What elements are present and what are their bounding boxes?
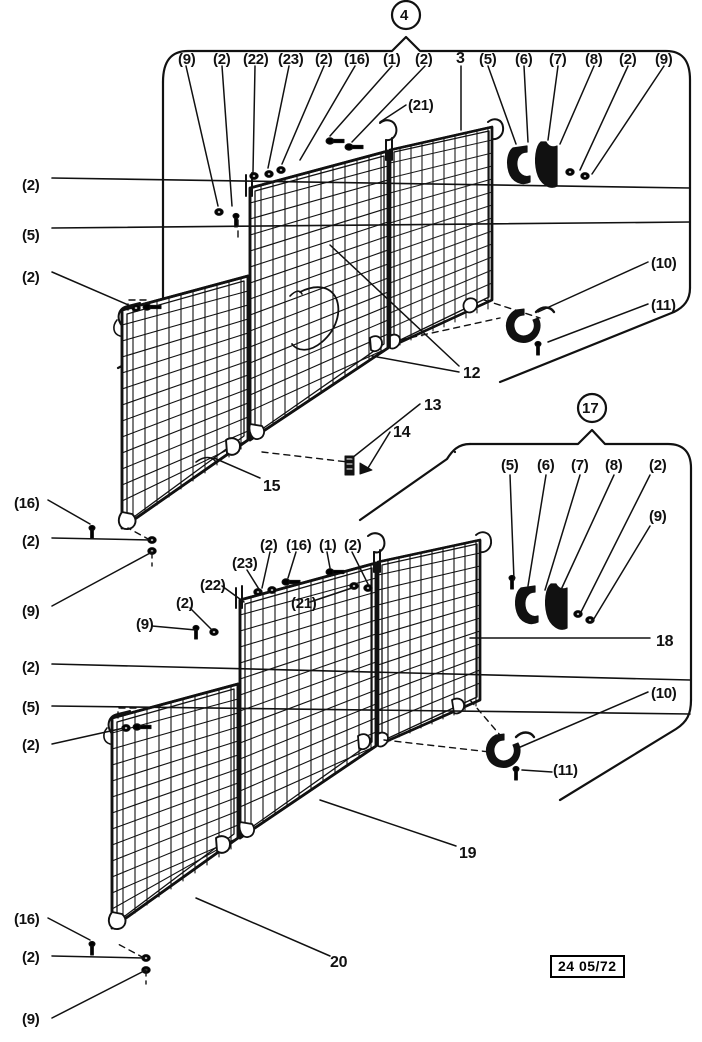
group-marker-circles [390, 0, 608, 424]
callout-lower-left-1: (5) [22, 699, 40, 716]
callout-upper-top-8: 3 [456, 50, 465, 67]
callout-upper-11: (11) [651, 297, 676, 314]
leader-lines-lower-left [47, 663, 691, 1019]
callout-lower-left-2: (2) [22, 737, 40, 754]
callout-lower-top-1: (16) [286, 537, 312, 554]
panel-lower-middle [238, 561, 378, 840]
callout-upper-left-0: (2) [22, 177, 40, 194]
callout-lower-left-3: (16) [14, 911, 40, 928]
callout-lower-left-5: (9) [22, 1011, 40, 1028]
callout-lower-top-0: (2) [260, 537, 278, 554]
group-marker-17: 17 [582, 400, 599, 417]
dashed-paths-lower [117, 699, 501, 985]
leader-lines-lower-top [151, 551, 369, 631]
leader-lines-upper-left [47, 177, 691, 607]
callout-lower-top-8: (21) [291, 595, 317, 612]
dashed-paths-upper [127, 219, 541, 567]
callout-lower-left-4: (2) [22, 949, 40, 966]
callout-lower-left-0: (2) [22, 659, 40, 676]
callout-upper-21: (21) [408, 97, 434, 114]
callout-upper-left-3: (16) [14, 495, 40, 512]
callout-upper-left-4: (2) [22, 533, 40, 550]
callout-upper-top-5: (16) [344, 51, 370, 68]
callout-lower-top-3: (2) [344, 537, 362, 554]
callout-lower-20: 20 [330, 954, 348, 971]
callout-upper-top-9: (5) [479, 51, 497, 68]
callout-upper-top-0: (9) [178, 51, 196, 68]
callout-lower-18: 18 [656, 633, 674, 650]
panel-upper-rear [388, 125, 494, 350]
callout-upper-top-4: (2) [315, 51, 333, 68]
callout-lower-right-4: (2) [649, 457, 667, 474]
drawing-ink [47, 35, 693, 1019]
group-marker-4: 4 [400, 7, 409, 24]
panel-upper-middle [248, 149, 390, 442]
leader-lines-lower-right [469, 474, 651, 773]
callout-lower-right-2: (7) [571, 457, 589, 474]
callout-upper-14: 14 [393, 424, 411, 441]
callout-lower-right-5: (9) [649, 508, 667, 525]
lower-hinge-posts [235, 532, 386, 609]
callout-lower-19: 19 [459, 845, 477, 862]
panel-lower-rear [376, 531, 493, 748]
callout-lower-11: (11) [553, 762, 578, 779]
callout-lower-top-7: (9) [136, 616, 154, 633]
callout-upper-top-14: (9) [655, 51, 673, 68]
group-4-bracket [161, 35, 692, 384]
leader-lines-lower-inner [195, 799, 457, 957]
callout-upper-left-2: (2) [22, 269, 40, 286]
callout-lower-10: (10) [651, 685, 677, 702]
callout-lower-top-4: (23) [232, 555, 258, 572]
callout-lower-top-2: (1) [319, 537, 337, 554]
hardware-lower [88, 568, 595, 974]
callout-upper-top-1: (2) [213, 51, 231, 68]
callout-upper-left-1: (5) [22, 227, 40, 244]
panel-upper-front [113, 274, 250, 530]
leader-lines-upper-top [185, 65, 665, 207]
callout-upper-top-6: (1) [383, 51, 401, 68]
callout-upper-left-5: (9) [22, 603, 40, 620]
date-stamp: 24 05/72 [550, 955, 625, 978]
callout-lower-right-1: (6) [537, 457, 555, 474]
upper-hinge-posts [245, 118, 505, 197]
group-17-bracket [358, 428, 693, 802]
callout-upper-top-7: (2) [415, 51, 433, 68]
callout-upper-15: 15 [263, 478, 281, 495]
callout-upper-top-12: (8) [585, 51, 603, 68]
callout-upper-13: 13 [424, 397, 442, 414]
callout-upper-12: 12 [463, 365, 481, 382]
callout-upper-top-3: (23) [278, 51, 304, 68]
callout-lower-top-5: (22) [200, 577, 226, 594]
callout-upper-top-10: (6) [515, 51, 533, 68]
callout-lower-right-0: (5) [501, 457, 519, 474]
leader-lines-upper-right [213, 244, 649, 479]
panel-lower-front [103, 682, 240, 930]
callout-upper-top-2: (22) [243, 51, 269, 68]
callout-upper-10: (10) [651, 255, 677, 272]
callout-upper-top-13: (2) [619, 51, 637, 68]
callout-upper-top-11: (7) [549, 51, 567, 68]
callout-lower-right-3: (8) [605, 457, 623, 474]
callout-lower-top-6: (2) [176, 595, 194, 612]
